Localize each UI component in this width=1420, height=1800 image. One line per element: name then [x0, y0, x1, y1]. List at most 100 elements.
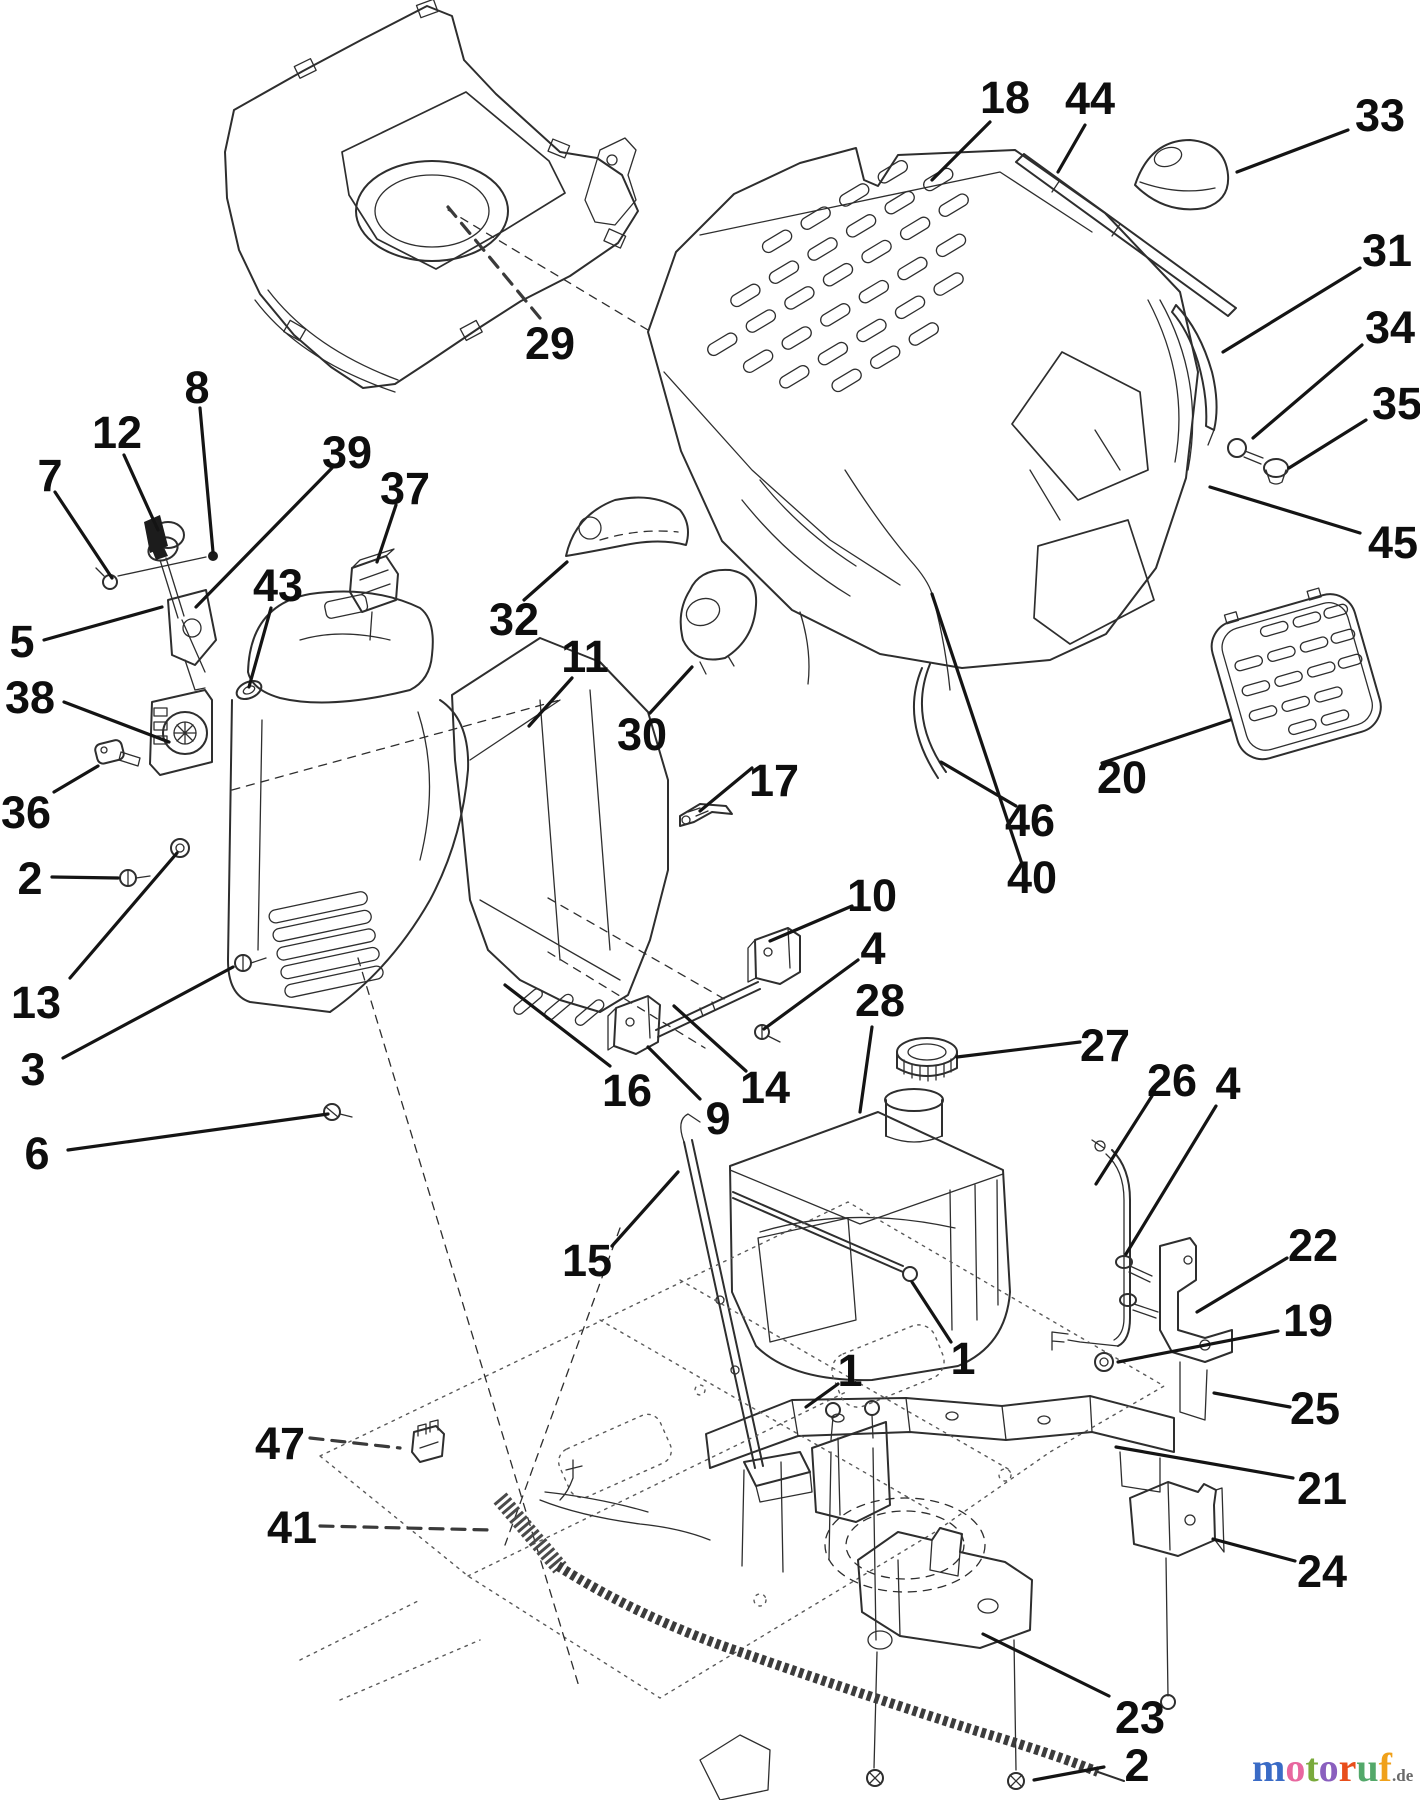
leader-line-28 [858, 1025, 874, 1114]
frame-rail-part [705, 1395, 1175, 1641]
leader-line-41 [318, 1524, 493, 1532]
support-bracket-part [1094, 1237, 1233, 1421]
part-label-44: 44 [1065, 73, 1115, 124]
side-trim-blade-part [1171, 304, 1218, 446]
leader-line-25 [1212, 1391, 1292, 1409]
leader-line-1a [804, 1382, 840, 1409]
part-label-32: 32 [489, 594, 539, 645]
leader-line-9 [646, 1045, 702, 1101]
part-label-2b: 2 [1124, 1740, 1149, 1791]
part-label-16: 16 [602, 1065, 652, 1116]
leader-line-13 [68, 851, 179, 980]
console-fasteners [119, 838, 353, 1121]
part-label-35: 35 [1372, 378, 1420, 429]
fuel-cap-part [896, 1037, 958, 1082]
leader-line-47 [308, 1436, 402, 1450]
part-label-27: 27 [1080, 1020, 1130, 1071]
leader-line-21 [1114, 1445, 1295, 1480]
part-label-21: 21 [1297, 1463, 1347, 1514]
leader-line-32 [522, 560, 569, 602]
ignition-switch-part [149, 689, 213, 776]
leader-line-31 [1221, 266, 1362, 354]
leader-line-26 [1094, 1094, 1154, 1186]
part-label-2a: 2 [17, 853, 42, 904]
chassis-platform [299, 957, 1165, 1800]
leader-line-19 [1116, 1329, 1280, 1364]
logo-letter-u: u [1356, 1745, 1379, 1790]
part-label-6: 6 [24, 1128, 49, 1179]
logo-letter-o: o [1285, 1745, 1306, 1790]
leader-line-20 [1100, 718, 1232, 765]
leader-line-12 [122, 453, 160, 532]
engine-mount-bracket-part [857, 1527, 1033, 1790]
part-label-5: 5 [9, 616, 34, 667]
part-label-23: 23 [1115, 1692, 1165, 1743]
cable-clip-part [679, 803, 733, 827]
leader-line-7 [53, 490, 114, 580]
fuel-line-part [1051, 1139, 1131, 1351]
tank-bracket-parts [547, 897, 801, 1055]
part-label-10: 10 [847, 870, 897, 921]
dash-console-part [227, 590, 669, 1026]
leader-line-30 [648, 665, 694, 715]
hood-vent-slots [707, 159, 969, 393]
part-label-47: 47 [255, 1418, 305, 1469]
part-label-22: 22 [1288, 1220, 1338, 1271]
part-label-4a: 4 [860, 923, 885, 974]
leader-line-43 [247, 606, 273, 689]
part-label-15: 15 [562, 1235, 612, 1286]
carriage-bolt-part [1227, 438, 1264, 465]
part-label-24: 24 [1297, 1546, 1347, 1597]
wiring-harness-part [493, 1459, 1125, 1782]
logo-letter-f: f [1378, 1745, 1392, 1790]
rear-hinge-bracket-part [1129, 1481, 1225, 1710]
headlight-pod-part [679, 568, 758, 675]
leader-line-15 [610, 1170, 680, 1248]
ignition-key-part [94, 739, 141, 767]
part-label-20: 20 [1097, 752, 1147, 803]
leader-line-1b [910, 1280, 953, 1344]
motoruf-logo: motoruf.de [1252, 1748, 1413, 1788]
part-label-17: 17 [749, 755, 799, 806]
part-label-4b: 4 [1215, 1058, 1240, 1109]
leader-line-40 [930, 592, 1024, 866]
locknut-part [1263, 458, 1289, 485]
leader-line-34 [1251, 343, 1364, 440]
leader-line-27 [955, 1040, 1082, 1059]
motoruf-logo-word: motoruf [1252, 1745, 1392, 1790]
fuel-tank-part [729, 1088, 1011, 1382]
leader-line-4b [1124, 1104, 1218, 1256]
logo-letter-m: m [1252, 1745, 1286, 1790]
part-label-45: 45 [1368, 517, 1418, 568]
part-label-41: 41 [267, 1502, 317, 1553]
part-label-9: 9 [705, 1093, 730, 1144]
part-label-38: 38 [5, 672, 55, 723]
leader-line-29 [446, 205, 542, 320]
engine-cover-part [224, 0, 649, 393]
part-label-11: 11 [561, 631, 609, 682]
leader-line-22 [1195, 1256, 1289, 1314]
part-label-30: 30 [617, 709, 667, 760]
part-label-14: 14 [740, 1062, 790, 1113]
part-label-34: 34 [1365, 302, 1415, 353]
leader-line-10 [768, 904, 854, 943]
motoruf-logo-suffix: .de [1392, 1766, 1414, 1785]
part-label-37: 37 [380, 463, 430, 514]
leader-line-6 [66, 1112, 330, 1152]
leader-line-35 [1287, 418, 1368, 470]
part-label-18: 18 [980, 72, 1030, 123]
leader-line-16 [503, 983, 612, 1068]
side-scoop-part [1134, 139, 1230, 211]
part-label-29: 29 [525, 318, 575, 369]
part-label-43: 43 [253, 560, 303, 611]
leader-line-45 [1208, 485, 1362, 535]
leader-line-18 [930, 120, 992, 182]
logo-letter-o: o [1318, 1745, 1339, 1790]
leader-line-2a [50, 875, 120, 880]
part-label-3: 3 [20, 1044, 45, 1095]
leader-line-33 [1235, 128, 1350, 174]
leader-line-8 [198, 406, 215, 554]
